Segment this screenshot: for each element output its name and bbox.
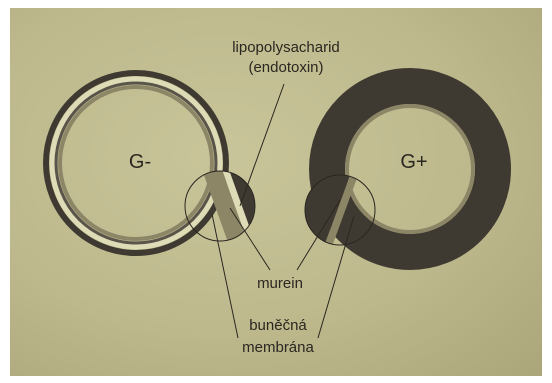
gram-positive-cell: G+ — [327, 86, 493, 252]
membrane-label-line1: buněčná — [249, 317, 307, 334]
lps-label-line2: (endotoxin) — [248, 59, 323, 76]
gram-negative-cell: G- — [46, 73, 226, 253]
lps-label-line1: lipopolysacharid — [232, 39, 340, 56]
membrane-label-line2: membrána — [242, 339, 314, 356]
murein-label: murein — [257, 275, 303, 292]
gram-negative-label: G- — [129, 151, 151, 173]
leader-lps — [240, 84, 284, 206]
gram-positive-label: G+ — [400, 151, 427, 173]
